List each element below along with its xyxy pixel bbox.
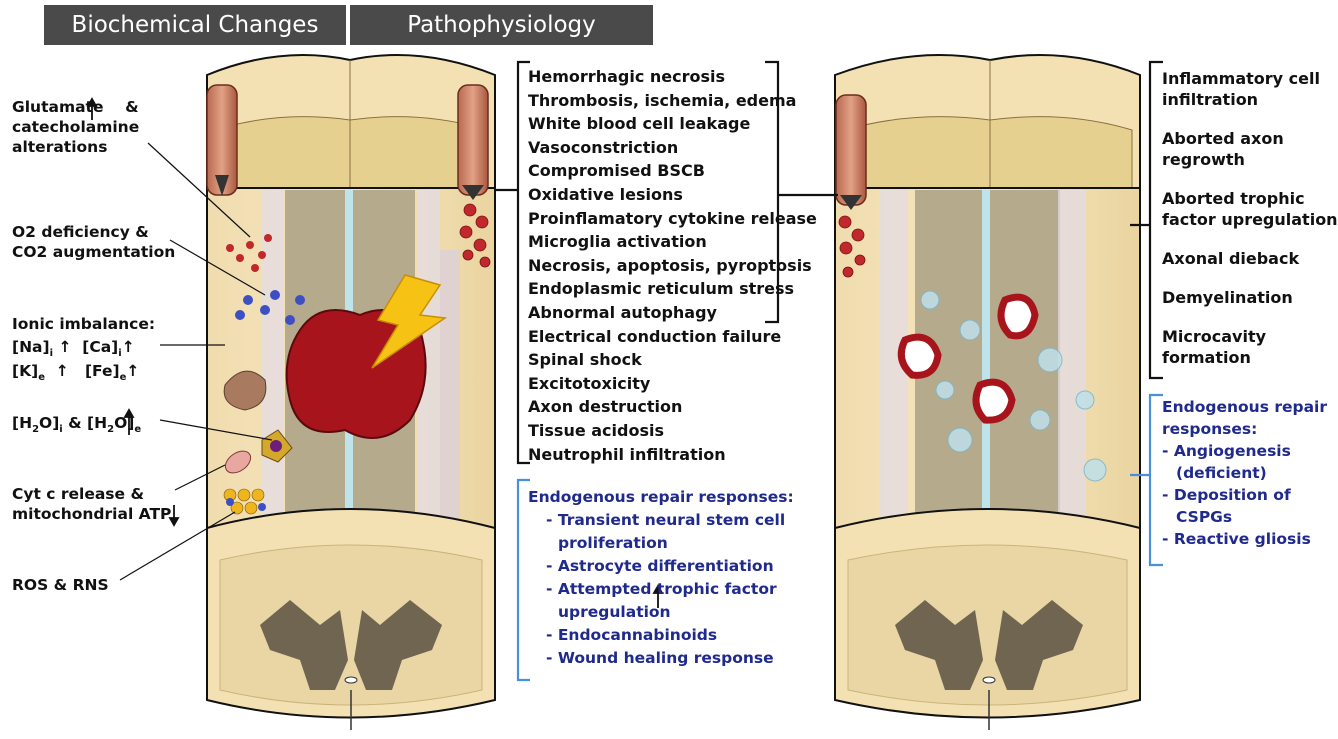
- chronic-pathophysiology-line: Axonal dieback: [1162, 248, 1338, 269]
- chronic-pathophysiology-line: Microcavity: [1162, 326, 1338, 347]
- label-glutamate: Glutamate & catecholamine alterations: [12, 97, 139, 157]
- header-biochemical-changes: Biochemical Changes: [44, 5, 346, 45]
- acute-repair-item: proliferation: [528, 532, 794, 555]
- acute-pathophysiology-item: Axon destruction: [528, 395, 817, 419]
- acute-repair-item: upregulation: [528, 601, 794, 624]
- label-cyt-c: Cyt c release & mitochondrial ATP: [12, 484, 171, 524]
- chronic-pathophysiology-line: Demyelination: [1162, 287, 1338, 308]
- chronic-repair-item: CSPGs: [1162, 506, 1327, 528]
- acute-pathophysiology-item: Endoplasmic reticulum stress: [528, 277, 817, 301]
- acute-pathophysiology-item: Necrosis, apoptosis, pyroptosis: [528, 254, 817, 278]
- chronic-pathophysiology-line: infiltration: [1162, 89, 1338, 110]
- acute-pathophysiology-item: Microglia activation: [528, 230, 817, 254]
- acute-pathophysiology-item: White blood cell leakage: [528, 112, 817, 136]
- chronic-pathophysiology-item: Axonal dieback: [1162, 248, 1338, 269]
- chronic-repair-item: (deficient): [1162, 462, 1327, 484]
- label-ion-k-fe: [K]e ↑ [Fe]e↑: [12, 361, 139, 388]
- chronic-repair-title: Endogenous repair: [1162, 396, 1327, 418]
- acute-pathophysiology-item: Abnormal autophagy: [528, 301, 817, 325]
- acute-pathophysiology-item: Spinal shock: [528, 348, 817, 372]
- acute-pathophysiology-item: Tissue acidosis: [528, 419, 817, 443]
- acute-repair-item: - Endocannabinoids: [528, 624, 794, 647]
- acute-repair-item: - Attempted trophic factor: [528, 578, 794, 601]
- label-ros-rns: ROS & RNS: [12, 575, 109, 595]
- chronic-pathophysiology-line: Inflammatory cell: [1162, 68, 1338, 89]
- acute-repair-item: - Astrocyte differentiation: [528, 555, 794, 578]
- acute-repair-title: Endogenous repair responses:: [528, 486, 794, 509]
- label-ionic-imbalance: Ionic imbalance:: [12, 314, 155, 334]
- header-pathophysiology: Pathophysiology: [350, 5, 653, 45]
- acute-pathophysiology-item: Compromised BSCB: [528, 159, 817, 183]
- acute-repair-item: - Transient neural stem cell: [528, 509, 794, 532]
- acute-pathophysiology-item: Hemorrhagic necrosis: [528, 65, 817, 89]
- chronic-pathophysiology-item: Demyelination: [1162, 287, 1338, 308]
- acute-repair-item: - Wound healing response: [528, 647, 794, 670]
- chronic-repair-responses: Endogenous repair responses: - Angiogene…: [1162, 396, 1327, 550]
- acute-pathophysiology-item: Vasoconstriction: [528, 136, 817, 160]
- chronic-repair-item: - Reactive gliosis: [1162, 528, 1327, 550]
- acute-pathophysiology-item: Excitotoxicity: [528, 372, 817, 396]
- acute-pathophysiology-item: Thrombosis, ischemia, edema: [528, 89, 817, 113]
- chronic-pathophysiology-line: regrowth: [1162, 149, 1338, 170]
- label-water: [H2O]i & [H2O]e: [12, 413, 141, 440]
- chronic-repair-item: - Deposition of: [1162, 484, 1327, 506]
- acute-repair-responses: Endogenous repair responses: - Transient…: [528, 486, 794, 670]
- acute-pathophysiology-item: Proinflamatory cytokine release: [528, 207, 817, 231]
- acute-pathophysiology-item: Electrical conduction failure: [528, 325, 817, 349]
- chronic-pathophysiology-line: Aborted trophic: [1162, 188, 1338, 209]
- chronic-repair-item: - Angiogenesis: [1162, 440, 1327, 462]
- chronic-pathophysiology-line: formation: [1162, 347, 1338, 368]
- label-o2-deficiency: O2 deficiency & CO2 augmentation: [12, 222, 175, 262]
- chronic-repair-title: responses:: [1162, 418, 1327, 440]
- acute-pathophysiology-item: Neutrophil infiltration: [528, 443, 817, 467]
- acute-pathophysiology-item: Oxidative lesions: [528, 183, 817, 207]
- chronic-pathophysiology-line: Aborted axon: [1162, 128, 1338, 149]
- chronic-pathophysiology-line: factor upregulation: [1162, 209, 1338, 230]
